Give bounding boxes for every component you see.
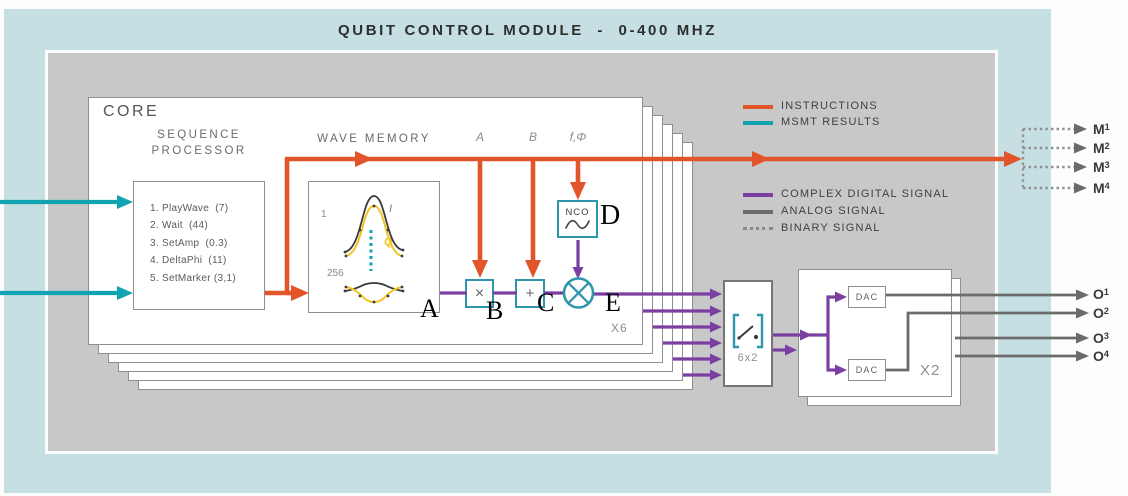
annotation-c: C	[537, 288, 555, 317]
port-b-label: B	[528, 130, 537, 144]
core-label: CORE	[103, 103, 160, 120]
nco-block: NCO	[557, 200, 598, 238]
analog-output-o1: O1	[1093, 286, 1109, 302]
wave-first-index: 1	[321, 209, 327, 220]
o4-sup: 4	[1103, 349, 1109, 359]
wave-last-index: 256	[327, 268, 344, 279]
o3-sup: 3	[1103, 331, 1109, 341]
m2-sup: 2	[1104, 141, 1110, 151]
binary-paths	[1021, 123, 1087, 194]
sequence-processor-box: 1. PlayWave (7) 2. Wait (44) 3. SetAmp (…	[133, 181, 265, 310]
m3-sup: 3	[1104, 160, 1110, 170]
o2-base: O	[1093, 305, 1104, 321]
instruction-item: 5. SetMarker (3,1)	[150, 272, 236, 284]
analog-paths	[886, 289, 1089, 372]
marker-output-m4: M4	[1093, 180, 1110, 196]
analog-output-o2: O2	[1093, 305, 1109, 321]
o2-sup: 2	[1103, 306, 1109, 316]
annotation-d: D	[600, 200, 621, 231]
m3-base: M	[1093, 159, 1105, 175]
switch-label: 6x2	[737, 352, 759, 364]
annotation-b: B	[486, 296, 504, 325]
instruction-list: 1. PlayWave (7) 2. Wait (44) 3. SetAmp (…	[150, 200, 236, 287]
legend-label-binary: BINARY SIGNAL	[781, 222, 881, 234]
wave-memory-title: WAVE MEMORY	[317, 133, 431, 145]
annotation-e: E	[605, 288, 621, 317]
m4-base: M	[1093, 180, 1105, 196]
o1-sup: 1	[1103, 287, 1109, 297]
instruction-item: 2. Wait (44)	[150, 220, 208, 232]
switch-block	[723, 280, 773, 387]
legend-label-analog: ANALOG SIGNAL	[781, 205, 886, 217]
legend-swatch-msmt	[743, 121, 773, 125]
analog-output-o3: O3	[1093, 330, 1109, 346]
legend-swatch-binary	[743, 227, 773, 230]
nco-label: NCO	[565, 207, 590, 218]
m2-base: M	[1093, 140, 1105, 156]
dac-multiplicity-label: X2	[920, 362, 941, 379]
port-fphi-label: f,Φ	[569, 130, 587, 144]
dac1-label: DAC	[855, 292, 879, 302]
legend-label-complex: COMPLEX DIGITAL SIGNAL	[781, 188, 950, 200]
switch-icon	[732, 313, 764, 349]
wave-memory-box	[308, 181, 440, 313]
wave-i-label: I	[389, 203, 393, 215]
o4-base: O	[1093, 348, 1104, 364]
complex-flow-arrow	[800, 329, 812, 341]
instruction-item: 4. DeltaPhi (11)	[150, 255, 227, 267]
instruction-item: 1. PlayWave (7)	[150, 203, 229, 214]
module-title: QUBIT CONTROL MODULE - 0-400 MHZ	[338, 22, 717, 39]
o3-base: O	[1093, 330, 1104, 346]
wave-memory-curves	[343, 195, 405, 304]
marker-output-m1: M1	[1093, 121, 1110, 137]
marker-output-m2: M2	[1093, 140, 1110, 156]
analog-output-o4: O4	[1093, 348, 1109, 364]
instructions-flow-arrow	[355, 151, 373, 167]
dac2-label: DAC	[855, 365, 879, 375]
dac2-block: DAC	[848, 359, 886, 381]
port-a-label: A	[475, 130, 484, 144]
dac1-block: DAC	[848, 286, 886, 308]
instruction-item: 3. SetAmp (0.3)	[150, 237, 228, 249]
wave-q-label: Q	[384, 236, 393, 248]
instructions-flow-arrow	[752, 151, 770, 167]
legend-label-instructions: INSTRUCTIONS	[781, 100, 878, 112]
o1-base: O	[1093, 286, 1104, 302]
m4-sup: 4	[1104, 181, 1110, 191]
annotation-a: A	[420, 294, 439, 323]
core-multiplicity-label: X6	[611, 321, 628, 335]
multiply-symbol: ×	[474, 284, 485, 302]
legend-swatch-instructions	[743, 105, 773, 109]
msmt-results-paths	[0, 195, 133, 300]
instructions-paths	[265, 151, 1022, 301]
plus-symbol: +	[525, 285, 535, 302]
sequence-processor-title: SEQUENCE PROCESSOR	[151, 129, 247, 157]
mixer-icon	[562, 277, 595, 309]
legend-swatch-analog	[743, 210, 773, 214]
sine-icon	[565, 220, 590, 229]
m1-sup: 1	[1104, 122, 1110, 132]
wave-sample-dots	[343, 204, 405, 304]
legend-label-msmt: MSMT RESULTS	[781, 116, 881, 128]
legend-swatch-complex	[743, 193, 773, 197]
m1-base: M	[1093, 121, 1105, 137]
marker-output-m3: M3	[1093, 159, 1110, 175]
